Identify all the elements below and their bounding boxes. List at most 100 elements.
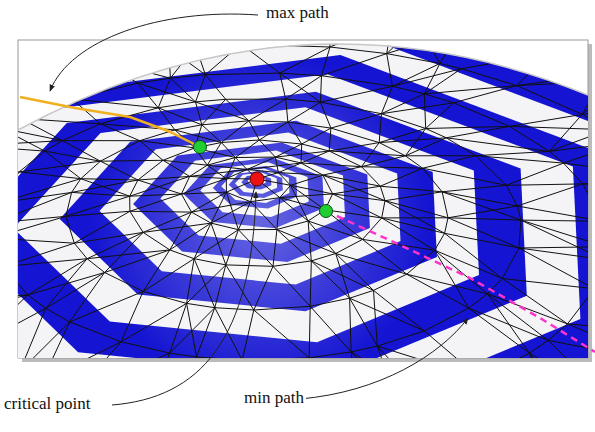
- mesh-edge: [351, 352, 398, 404]
- mesh-edge: [549, 54, 595, 74]
- mesh-edge: [0, 267, 3, 302]
- mesh-edge: [202, 99, 226, 125]
- mesh-edge: [374, 290, 378, 346]
- mesh-edge: [0, 48, 23, 77]
- mesh-edge: [350, 298, 352, 352]
- mesh-edge: [380, 186, 442, 192]
- mesh-edge: [211, 223, 238, 230]
- mesh-edge: [0, 172, 19, 203]
- mesh-edge: [320, 86, 392, 102]
- mesh-edge: [392, 86, 424, 94]
- mesh-edge: [235, 140, 259, 158]
- mesh-edge: [529, 340, 548, 353]
- mesh-edge: [583, 184, 595, 213]
- mesh-edge: [476, 156, 507, 186]
- mesh-edge: [594, 289, 595, 322]
- mesh-edge: [582, 80, 595, 114]
- saddle-dot: [320, 205, 333, 218]
- mesh-edge: [311, 254, 335, 261]
- mesh-edge: [221, 121, 249, 143]
- mesh-edge: [568, 289, 595, 324]
- mesh-edge: [302, 128, 331, 144]
- mesh-edge: [322, 54, 387, 76]
- mesh-edge: [87, 250, 170, 259]
- mesh-edge: [350, 298, 378, 346]
- mesh-edge: [548, 340, 595, 360]
- mesh-edge: [548, 340, 595, 398]
- mesh-edge: [1, 128, 62, 140]
- mesh-edge: [424, 94, 425, 129]
- mesh-edge: [487, 279, 502, 294]
- mesh-edge: [206, 417, 226, 432]
- mesh-edge: [286, 76, 322, 99]
- mesh-edge: [558, 425, 566, 432]
- mesh-edge: [0, 146, 45, 151]
- leader-line: [50, 14, 258, 91]
- mesh-edge: [0, 267, 3, 317]
- mesh-edge: [469, 294, 488, 308]
- mesh-edge: [577, 415, 595, 432]
- mesh-edge: [336, 239, 363, 253]
- mesh-edge: [227, 360, 243, 417]
- mesh-edge: [382, 218, 435, 250]
- mesh-edge: [309, 352, 351, 358]
- mesh-edge: [377, 346, 397, 403]
- mesh-edge: [201, 416, 227, 418]
- mesh-edge: [46, 308, 70, 322]
- mesh-edge: [506, 185, 517, 206]
- mesh-edge: [519, 247, 595, 248]
- mesh-edge: [138, 176, 190, 180]
- mesh-edge: [331, 114, 382, 128]
- mesh-edge: [215, 308, 254, 310]
- mesh-edge: [377, 331, 424, 346]
- mesh-edge: [238, 229, 277, 230]
- mesh-edge: [519, 220, 521, 248]
- mesh-edge: [273, 266, 310, 306]
- mesh-edge: [96, 59, 170, 78]
- mesh-edge: [235, 158, 247, 170]
- mesh-edge: [424, 378, 480, 397]
- mesh-edge: [226, 192, 250, 202]
- mesh-edge: [0, 238, 74, 243]
- mesh-edge: [129, 416, 201, 432]
- mesh-edge: [405, 155, 475, 156]
- mesh-edge: [582, 103, 595, 115]
- mesh-edge: [286, 99, 288, 122]
- mesh-edge: [424, 64, 440, 94]
- mesh-edge: [205, 73, 279, 75]
- mesh-edge: [130, 211, 192, 213]
- mesh-edge: [207, 143, 221, 166]
- mesh-edge: [336, 254, 350, 299]
- mesh-edge: [446, 138, 475, 156]
- mesh-edge: [143, 259, 194, 292]
- mesh-edge: [247, 170, 278, 173]
- mesh-edge: [568, 324, 595, 361]
- mesh-edge: [377, 346, 480, 378]
- mesh-edge: [310, 306, 351, 352]
- mesh-edge: [205, 75, 225, 100]
- mesh-edge: [183, 416, 201, 432]
- mesh-edge: [405, 156, 422, 168]
- mesh-edge: [448, 206, 517, 218]
- mesh-edge: [221, 143, 235, 158]
- mesh-edge: [121, 342, 170, 353]
- mesh-edge: [442, 185, 506, 192]
- mesh-edge: [221, 140, 259, 143]
- mesh-edge: [0, 59, 23, 77]
- mesh-edge: [0, 267, 3, 284]
- mesh-edge: [275, 151, 329, 157]
- mesh-edge: [249, 121, 259, 140]
- mesh-edge: [280, 185, 291, 197]
- mesh-edge: [330, 47, 387, 54]
- mesh-edge: [329, 143, 379, 151]
- mesh-edge: [398, 397, 424, 403]
- mesh-edge: [138, 180, 182, 194]
- mesh-edge: [461, 69, 516, 86]
- mesh-edge: [277, 221, 308, 230]
- mesh-edge: [487, 294, 529, 353]
- mesh-edge: [379, 138, 446, 143]
- mesh-edge: [0, 216, 66, 238]
- mesh-edge: [140, 141, 195, 148]
- mesh-edge: [282, 411, 358, 418]
